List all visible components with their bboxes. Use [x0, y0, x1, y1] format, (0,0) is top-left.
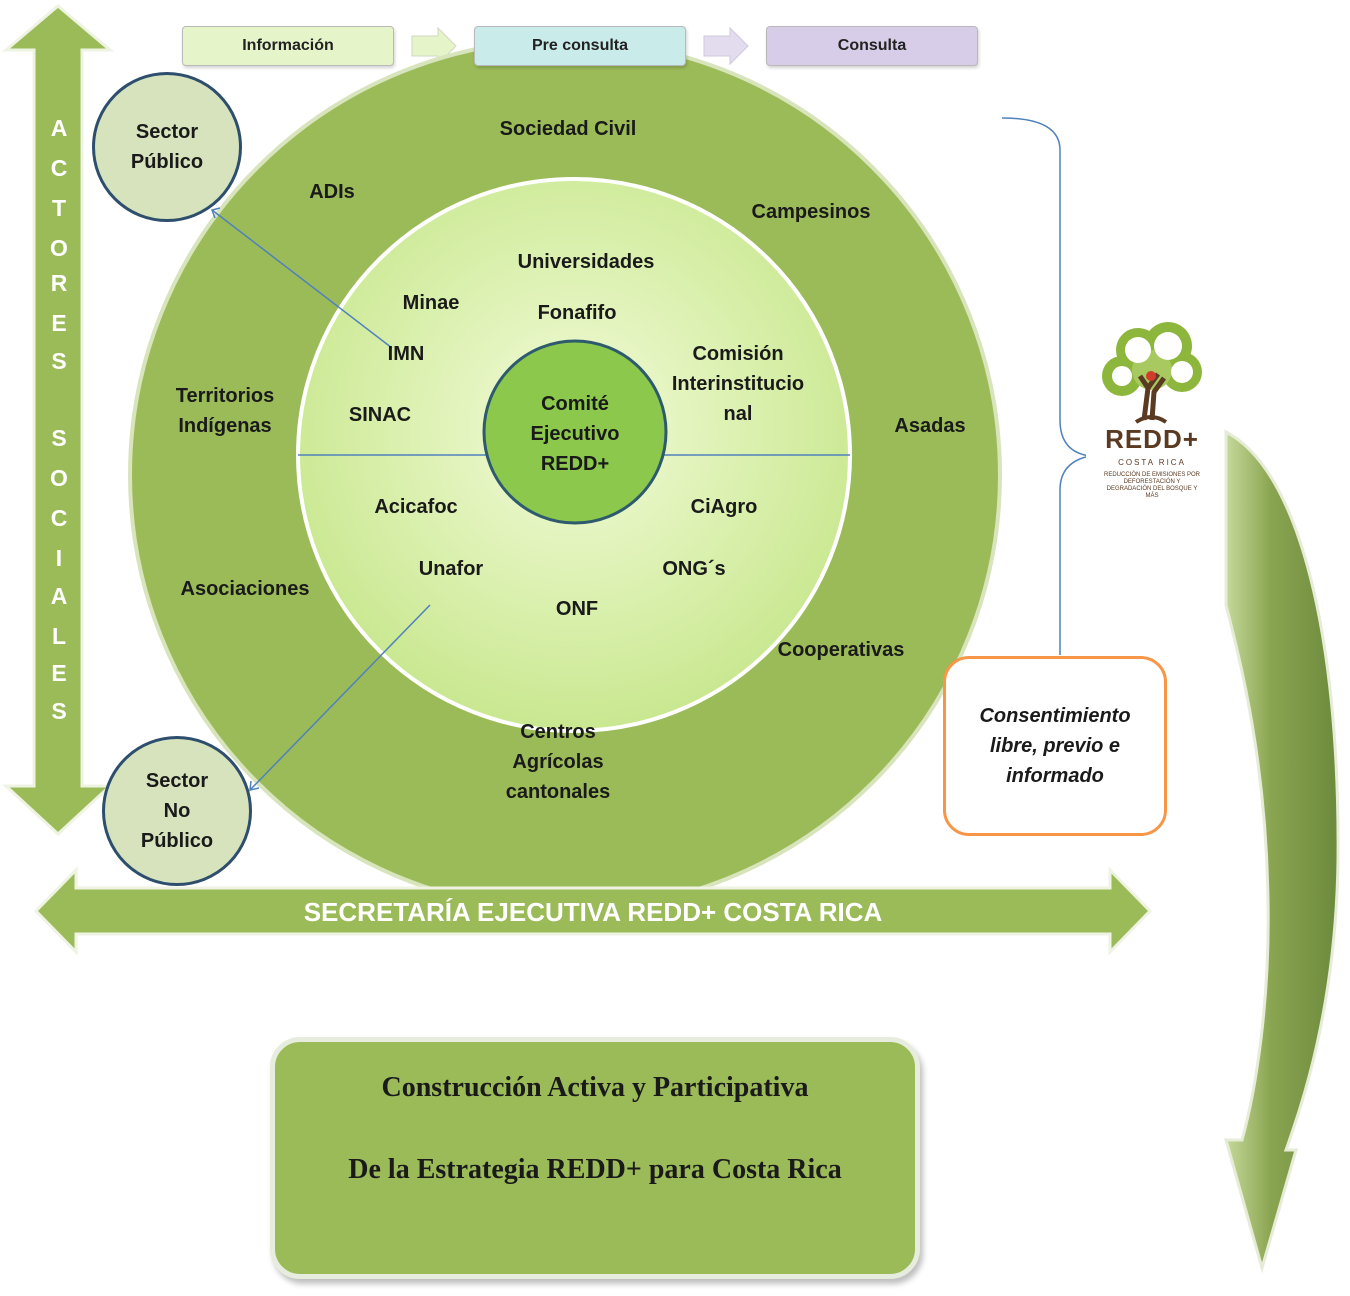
logo-brand: REDD+	[1105, 424, 1199, 454]
connector-sector-publico	[211, 209, 393, 349]
letter: A	[50, 583, 68, 609]
consentimiento-box: Consentimiento libre, previo e informado	[943, 656, 1167, 836]
label-cooperativas: Cooperativas	[777, 639, 905, 661]
label-territorios: Territorios Indígenas	[175, 385, 275, 437]
letter: S	[51, 698, 67, 724]
label-asadas: Asadas	[894, 415, 966, 437]
label-imn: IMN	[387, 343, 425, 365]
label-comision: Comisión Interinstitucio nal	[671, 343, 805, 425]
letter: C	[50, 155, 68, 181]
secretaria-arrow	[33, 866, 1153, 956]
letter: S	[51, 425, 67, 451]
label-ongs: ONG´s	[662, 558, 726, 580]
letter: E	[51, 310, 67, 336]
letter: T	[51, 195, 67, 221]
label-minae: Minae	[402, 292, 460, 314]
label-onf: ONF	[555, 598, 599, 620]
letter: O	[50, 235, 68, 261]
bottom-box: Construcción Activa y Participativa De l…	[270, 1037, 920, 1279]
logo-country: COSTA RICA	[1118, 458, 1186, 467]
letter: R	[50, 270, 68, 296]
label-centros-agricolas: Centros Agrícolas cantonales	[505, 721, 611, 803]
letter: S	[51, 348, 67, 374]
letter: I	[55, 545, 63, 571]
letter: E	[51, 660, 67, 686]
step-consulta: Consulta	[766, 26, 978, 66]
label-sinac: SINAC	[348, 404, 412, 426]
step-arrow-2	[703, 26, 749, 66]
label-campesinos: Campesinos	[751, 201, 871, 223]
letter: L	[51, 623, 67, 649]
label-asociaciones: Asociaciones	[180, 578, 310, 600]
letter: O	[50, 465, 68, 491]
step-informacion: Información	[182, 26, 394, 66]
right-bracket	[1001, 117, 1091, 655]
consentimiento-text: Consentimiento libre, previo e informado	[979, 705, 1131, 787]
secretaria-label: SECRETARÍA EJECUTIVA REDD+ COSTA RICA	[303, 897, 883, 927]
label-fonafifo: Fonafifo	[537, 302, 617, 324]
tree-logo-icon	[1102, 322, 1202, 424]
letter: A	[50, 115, 68, 141]
center-circle	[482, 339, 668, 525]
label-comite-ejecutivo: Comité Ejecutivo REDD+	[530, 393, 620, 475]
sector-no-publico-circle: Sector No Público	[102, 736, 252, 886]
label-universidades: Universidades	[517, 251, 655, 273]
connector-sector-no-publico	[249, 604, 431, 791]
letter: C	[50, 505, 68, 531]
sector-publico-circle: Sector Público	[92, 72, 242, 222]
actores-sociales-arrow	[1, 4, 115, 837]
label-adis: ADIs	[309, 181, 355, 203]
bottom-line-1: Construcción Activa y Participativa	[381, 1072, 809, 1103]
bottom-line-2: De la Estrategia REDD+ para Costa Rica	[348, 1154, 842, 1185]
label-unafor: Unafor	[418, 558, 484, 580]
step-pre-consulta: Pre consulta	[474, 26, 686, 66]
label-ciagro: CiAgro	[690, 496, 758, 518]
curved-arrow	[1224, 429, 1340, 1274]
label-sociedad-civil: Sociedad Civil	[499, 118, 637, 140]
redd-logo: REDD+ COSTA RICA REDUCCIÓN DE EMISIONES …	[1086, 312, 1216, 512]
logo-tagline: REDUCCIÓN DE EMISIONES POR DEFORESTACIÓN…	[1104, 472, 1201, 499]
label-acicafoc: Acicafoc	[374, 496, 458, 518]
